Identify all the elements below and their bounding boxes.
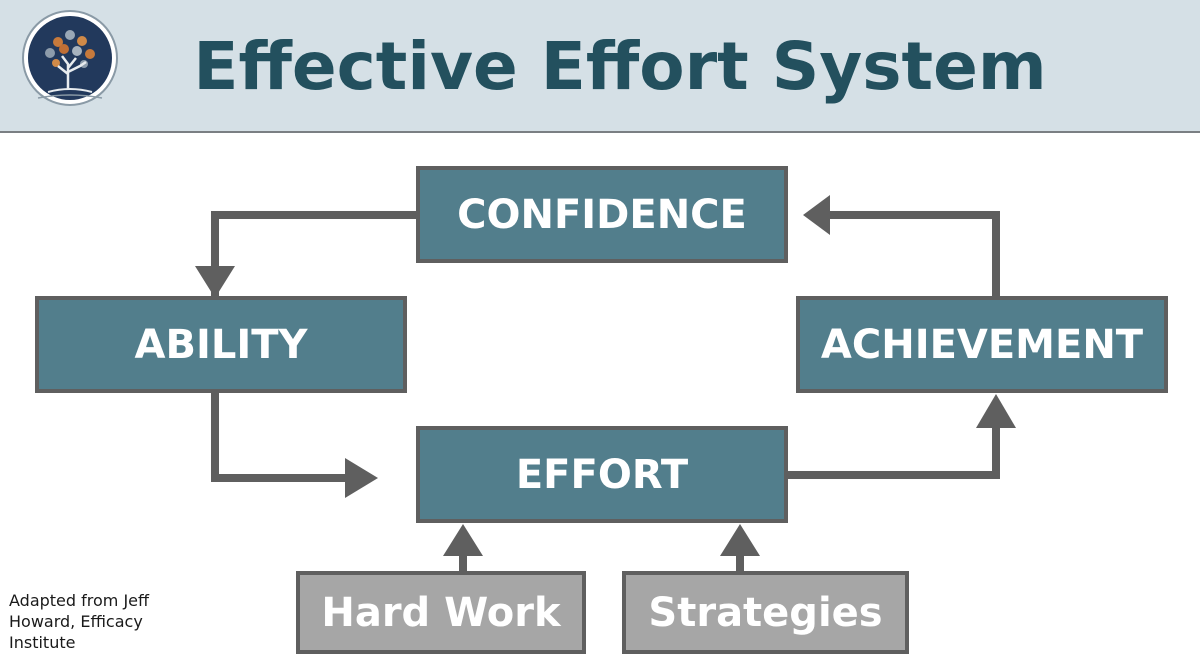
arrowhead-left-confidence	[803, 195, 830, 235]
tree-logo	[22, 10, 118, 106]
arrowhead-up-strategies	[720, 524, 760, 556]
edge-confidence-to-ability	[211, 211, 418, 296]
edge-achievement-to-confidence	[830, 211, 1000, 298]
node-achievement: ACHIEVEMENT	[796, 296, 1168, 393]
arrowhead-down-ability	[195, 266, 235, 298]
arrowhead-right-effort	[345, 458, 378, 498]
node-confidence: CONFIDENCE	[416, 166, 788, 263]
page-title: Effective Effort System	[193, 28, 1047, 105]
header-banner: Effective Effort System	[0, 0, 1200, 133]
node-strategies: Strategies	[622, 571, 909, 654]
arrowhead-up-achievement	[976, 394, 1016, 428]
node-hard-work: Hard Work	[296, 571, 586, 654]
source-credit: Adapted from Jeff Howard, Efficacy Insti…	[9, 591, 150, 652]
node-effort: EFFORT	[416, 426, 788, 523]
arrowhead-up-hardwork	[443, 524, 483, 556]
node-ability: ABILITY	[35, 296, 407, 393]
edge-ability-to-effort	[211, 392, 365, 482]
edge-effort-to-achievement	[787, 420, 1000, 479]
